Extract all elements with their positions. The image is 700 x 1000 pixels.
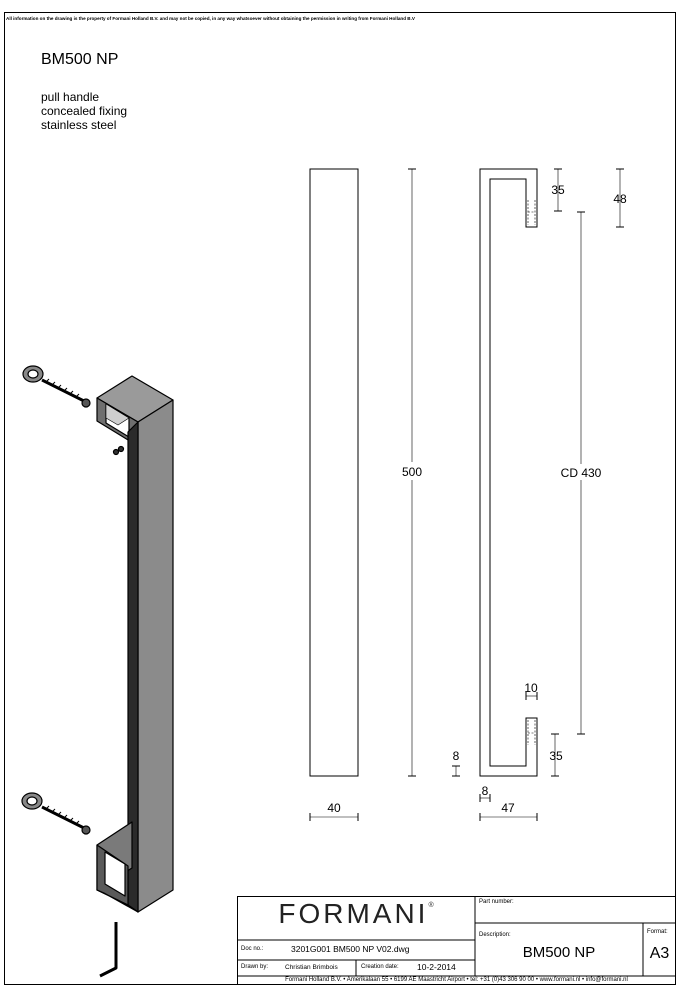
dim-center-distance: CD 430 <box>561 466 602 480</box>
dim-top-fix: 35 <box>551 183 565 197</box>
isometric-view <box>21 365 174 978</box>
dim-gap: 10 <box>524 681 538 695</box>
doc-no-label: Doc no.: <box>241 946 264 952</box>
title-block: FORMANI® Part number: Description: BM500… <box>237 896 676 985</box>
desc-line-3: stainless steel <box>41 118 117 132</box>
description-label: Description: <box>479 932 511 938</box>
dim-front-wall: 8 <box>453 749 460 763</box>
formani-logo: FORMANI® <box>237 898 475 930</box>
description-value: BM500 NP <box>522 944 596 961</box>
side-view <box>452 168 624 821</box>
dim-side-depth: 47 <box>501 801 515 815</box>
drawn-by-label: Drawn by: <box>241 964 269 970</box>
desc-line-2: concealed fixing <box>41 104 128 118</box>
creation-date-label: Creation date: <box>361 964 399 970</box>
drawn-by-value: Christian Brimbois <box>285 964 338 971</box>
dim-height: 500 <box>402 465 422 479</box>
title-block-grid <box>237 896 676 985</box>
product-code: BM500 NP <box>41 51 119 68</box>
creation-date-value: 10-2-2014 <box>417 962 456 972</box>
company-address: Formani Holland B.V. • Amerikalaan 55 • … <box>285 977 628 983</box>
disclaimer: All information on the drawing is the pr… <box>6 16 415 21</box>
product-description: pull handle concealed fixing stainless s… <box>41 90 127 132</box>
logo-registered-mark: ® <box>428 902 434 909</box>
desc-line-1: pull handle <box>41 90 100 104</box>
format-label: Format: <box>647 929 668 935</box>
dim-top-total: 48 <box>613 192 627 206</box>
doc-no-value: 3201G001 BM500 NP V02.dwg <box>291 944 410 954</box>
dim-bottom-fix: 35 <box>549 749 563 763</box>
format-value: A3 <box>649 945 670 962</box>
part-number-label: Part number: <box>479 899 514 905</box>
logo-text: FORMANI <box>278 898 429 929</box>
front-view <box>309 168 416 821</box>
dim-side-wall: 8 <box>482 784 489 798</box>
dim-front-width: 40 <box>327 801 341 815</box>
